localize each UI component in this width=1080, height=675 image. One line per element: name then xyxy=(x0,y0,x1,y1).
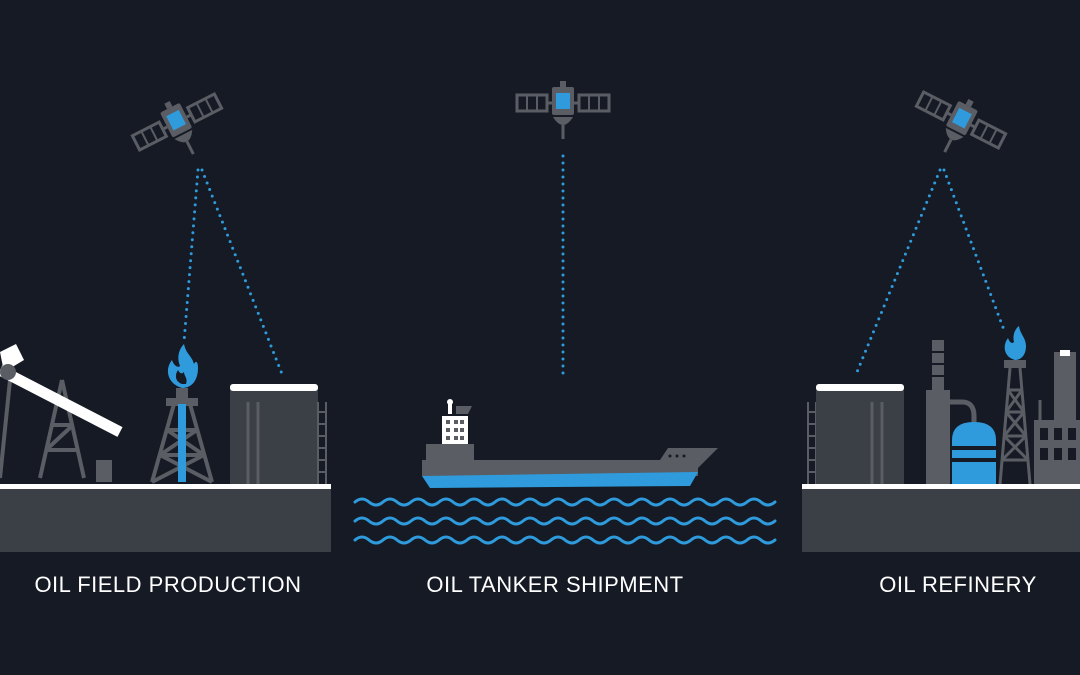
oil-refinery-scene xyxy=(802,326,1080,552)
stage-label-oil-tanker-shipment: OIL TANKER SHIPMENT xyxy=(426,572,684,597)
ground-right xyxy=(802,486,1080,552)
derrick-icon xyxy=(150,388,214,484)
satellite-icon xyxy=(902,78,1014,175)
satellite-icon xyxy=(515,79,611,141)
flame-icon xyxy=(167,344,198,388)
flame-icon xyxy=(1004,326,1026,360)
tanker-ship-icon xyxy=(422,399,718,488)
stage-label-oil-refinery: OIL REFINERY xyxy=(879,572,1037,597)
building-icon xyxy=(1034,350,1080,484)
pumpjack-icon xyxy=(0,344,123,482)
storage-tank-icon xyxy=(230,384,327,484)
derrick-icon xyxy=(998,367,1032,485)
refinery-tower-icon xyxy=(926,340,996,484)
ground-left xyxy=(0,486,331,552)
oil-field-scene xyxy=(0,344,331,552)
storage-tank-icon xyxy=(807,384,904,484)
wave-icon xyxy=(353,497,777,545)
satellite-icon xyxy=(124,80,236,177)
signal-lines xyxy=(182,154,1006,380)
stage-label-oil-field-production: OIL FIELD PRODUCTION xyxy=(34,572,302,597)
